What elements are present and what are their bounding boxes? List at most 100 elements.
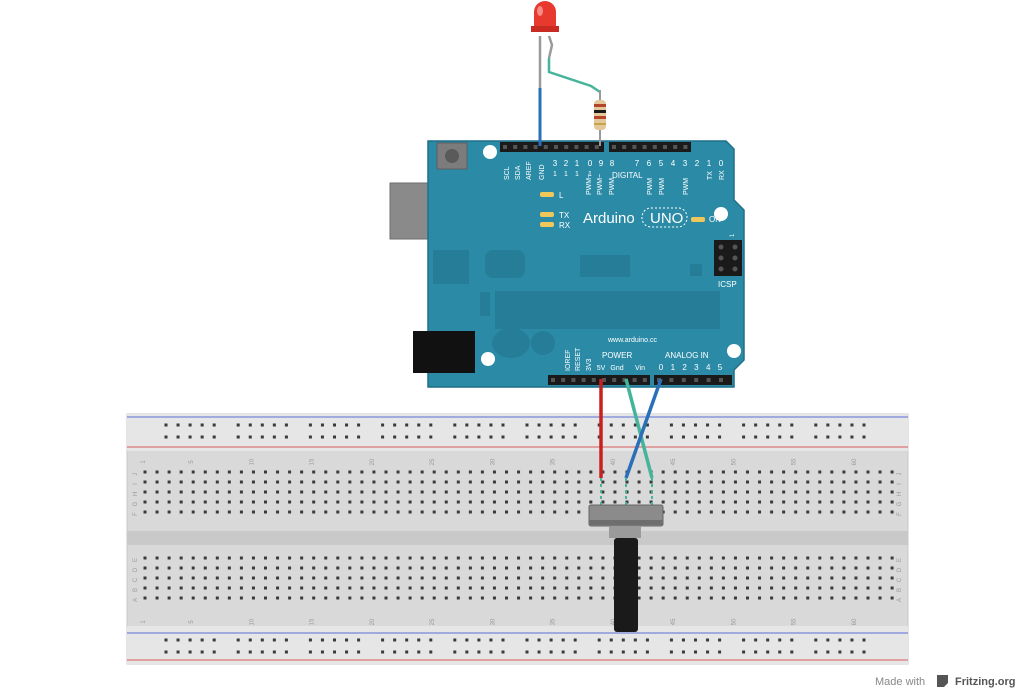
- pin-label: 0: [719, 159, 724, 168]
- breadboard-hole: [794, 556, 798, 560]
- breadboard-hole: [589, 566, 593, 570]
- breadboard-hole: [312, 556, 316, 560]
- breadboard-hole: [770, 566, 774, 570]
- breadboard-hole: [264, 490, 267, 494]
- breadboard-hole: [324, 500, 328, 504]
- column-number: 55: [792, 458, 798, 465]
- breadboard-hole: [444, 500, 448, 504]
- rail-hole: [200, 435, 204, 439]
- breadboard-hole: [842, 510, 846, 514]
- breadboard-hole: [818, 586, 822, 590]
- column-number: 35: [551, 458, 557, 465]
- breadboard-hole: [432, 596, 436, 600]
- breadboard-hole: [818, 556, 822, 560]
- breadboard-hole: [468, 470, 472, 474]
- breadboard-hole: [697, 596, 701, 600]
- breadboard-hole: [324, 480, 328, 484]
- breadboard-hole: [782, 490, 786, 494]
- breadboard-hole: [794, 490, 798, 494]
- rail-hole: [453, 638, 457, 642]
- breadboard-hole: [746, 500, 749, 504]
- reset-button[interactable]: [436, 142, 468, 170]
- breadboard-hole: [806, 480, 810, 484]
- breadboard-hole: [589, 500, 593, 504]
- breadboard-hole: [336, 556, 340, 560]
- rail-hole: [850, 423, 854, 427]
- breadboard-hole: [167, 576, 171, 580]
- header-pin: [669, 378, 674, 382]
- rail-hole: [429, 423, 433, 427]
- breadboard-hole: [854, 510, 858, 514]
- rail-hole: [453, 435, 457, 439]
- pin-label: TX: [707, 171, 714, 180]
- breadboard-hole: [661, 566, 665, 570]
- rail-hole: [778, 435, 782, 439]
- rail-hole: [248, 638, 252, 642]
- rail-hole: [814, 650, 818, 654]
- breadboard-hole: [878, 480, 882, 484]
- breadboard-hole: [480, 576, 484, 580]
- board-url: www.arduino.cc: [607, 337, 658, 344]
- breadboard-hole: [300, 596, 304, 600]
- breadboard-hole: [420, 596, 424, 600]
- breadboard-hole: [276, 470, 280, 474]
- rail-hole: [320, 435, 324, 439]
- wire-gnd: [624, 378, 654, 479]
- breadboard-hole: [324, 576, 328, 580]
- breadboard-hole: [239, 596, 243, 600]
- breadboard-hole: [577, 500, 581, 504]
- rail-hole: [573, 638, 577, 642]
- breadboard-hole: [673, 556, 677, 560]
- breadboard-hole: [384, 566, 388, 570]
- breadboard-hole: [830, 556, 834, 560]
- header-pin: [719, 378, 723, 382]
- header-pin: [584, 145, 589, 149]
- rail-hole: [681, 650, 685, 654]
- row-letter: C: [897, 577, 903, 582]
- rail-hole: [621, 638, 625, 642]
- rail-hole: [669, 638, 673, 642]
- rail-hole: [308, 435, 312, 439]
- breadboard-hole: [372, 470, 376, 474]
- header-pin: [681, 378, 686, 382]
- breadboard-hole: [746, 490, 749, 494]
- breadboard-hole: [167, 490, 171, 494]
- breadboard-hole: [300, 500, 304, 504]
- breadboard-hole: [480, 510, 484, 514]
- column-number: 60: [852, 458, 858, 465]
- rail-hole: [838, 435, 842, 439]
- breadboard-hole: [143, 586, 147, 590]
- rail-hole: [561, 423, 565, 427]
- breadboard-hole: [143, 576, 147, 580]
- pin-label: 9: [599, 159, 604, 168]
- breadboard-hole: [372, 596, 376, 600]
- led-anode-leg: [547, 35, 554, 59]
- breadboard-hole: [239, 510, 243, 514]
- breadboard-hole: [770, 470, 774, 474]
- breadboard-hole: [288, 480, 292, 484]
- led-l-label: L: [559, 191, 564, 200]
- breadboard-hole: [758, 556, 762, 560]
- breadboard-hole: [842, 470, 846, 474]
- breadboard-hole: [565, 490, 569, 494]
- breadboard-hole: [155, 586, 159, 590]
- breadboard-hole: [505, 470, 508, 474]
- breadboard-hole: [191, 480, 195, 484]
- breadboard-hole: [420, 470, 424, 474]
- breadboard-hole: [505, 586, 508, 590]
- icsp-pin: [732, 255, 738, 261]
- breadboard-hole: [577, 490, 581, 494]
- potentiometer[interactable]: [588, 504, 664, 632]
- header-pin: [632, 378, 637, 382]
- breadboard-hole: [360, 596, 364, 600]
- breadboard-hole: [372, 576, 376, 580]
- rail-hole: [790, 650, 794, 654]
- breadboard-hole: [251, 480, 255, 484]
- breadboard-hole: [288, 500, 292, 504]
- breadboard-hole: [251, 576, 255, 580]
- breadboard-hole: [203, 510, 207, 514]
- pot-knob[interactable]: [614, 538, 638, 632]
- pin-label: RX: [719, 170, 726, 180]
- breadboard-hole: [408, 596, 412, 600]
